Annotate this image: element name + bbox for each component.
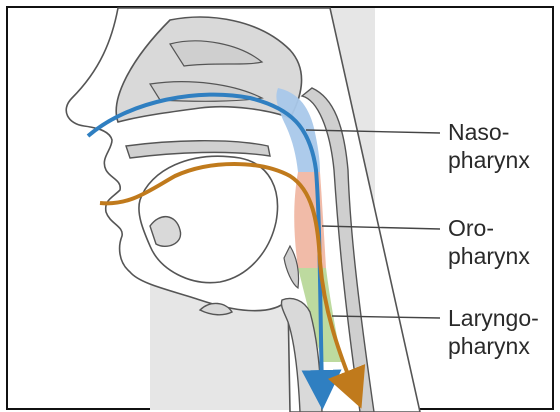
nasopharynx-label-line1: Naso- bbox=[448, 118, 530, 146]
laryngopharynx-label-line1: Laryngo- bbox=[448, 304, 539, 332]
oropharynx-label: Oro- pharynx bbox=[448, 214, 530, 270]
mandible bbox=[150, 217, 181, 247]
oropharynx-label-line2: pharynx bbox=[448, 242, 530, 270]
oropharynx-label-line1: Oro- bbox=[448, 214, 530, 242]
nasopharynx-label: Naso- pharynx bbox=[448, 118, 530, 174]
laryngopharynx-label: Laryngo- pharynx bbox=[448, 304, 539, 360]
laryngopharynx-label-line2: pharynx bbox=[448, 332, 539, 360]
nasopharynx-label-line2: pharynx bbox=[448, 146, 530, 174]
